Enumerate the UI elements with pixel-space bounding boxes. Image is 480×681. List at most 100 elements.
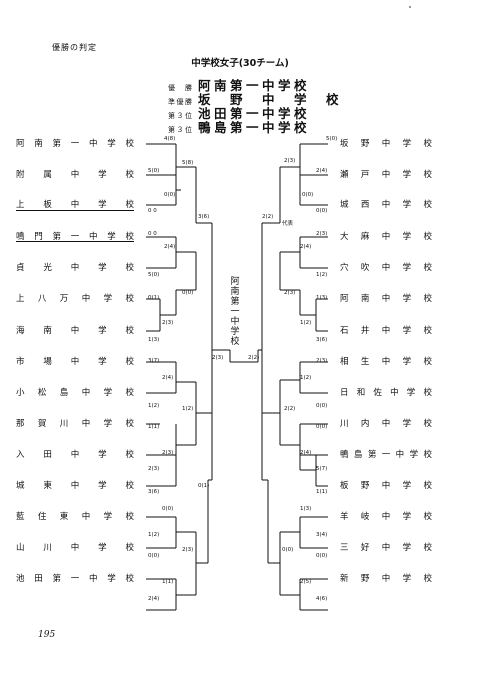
left-team-7: 海南中学校 (16, 326, 134, 336)
match-score: 1(2) (148, 532, 160, 538)
match-score: 3(6) (316, 337, 328, 343)
left-team-13: 藍住東中学校 (16, 512, 134, 522)
match-score: 0 0 (148, 208, 157, 214)
winner-row: 準優勝 坂 野 中 学 校 (168, 93, 368, 106)
match-score: 0 0 (148, 231, 157, 237)
match-score: 4(8) (164, 136, 176, 142)
match-score: 0(0) (162, 506, 174, 512)
match-score: 2(3) (182, 547, 194, 553)
match-score: 3(7) (148, 358, 160, 364)
winner-row: 優 勝 阿南第一中学校 (168, 79, 368, 92)
match-score: 0(0) (148, 553, 160, 559)
winner-rank: 準優勝 (168, 98, 192, 106)
match-score: 4(6) (316, 596, 328, 602)
scan-speck (409, 6, 411, 8)
match-score: 2(4) (300, 450, 312, 456)
left-team-14: 山川中学校 (16, 543, 134, 553)
match-score: 1(2) (316, 272, 328, 278)
match-score: 2(3) (212, 355, 224, 361)
match-score: 1(2) (148, 403, 160, 409)
winners-list: 優 勝 阿南第一中学校 準優勝 坂 野 中 学 校 第３位 池田第一中学校 第３… (168, 79, 368, 135)
winner-row: 第３位 池田第一中学校 (168, 107, 368, 120)
match-score: 2(3) (162, 450, 174, 456)
match-score: 1(1) (162, 579, 174, 585)
left-team-15: 池田第一中学校 (16, 574, 134, 584)
match-score: 1(3) (300, 506, 312, 512)
match-score: 1(1) (148, 424, 160, 430)
page-number: 195 (38, 630, 56, 640)
winner-school: 阿南第一中学校 (198, 78, 311, 93)
match-score: 0(0) (316, 208, 328, 214)
match-score: 1(2) (300, 320, 312, 326)
match-score: 2(4) (300, 244, 312, 250)
right-team-10: 川内中学校 (340, 419, 432, 429)
right-team-3: 城西中学校 (340, 200, 432, 210)
left-team-3: 上板中学校 (16, 200, 134, 210)
match-score: 3(6) (198, 214, 210, 220)
match-score: 1(2) (300, 375, 312, 381)
champion-vertical: 阿南第一中学校 (230, 277, 240, 347)
header-note: 優勝の判定 (52, 43, 97, 52)
match-score: 2(3) (284, 290, 296, 296)
left-team-1: 阿南第一中学校 (16, 139, 134, 149)
match-score: 2(4) (164, 244, 176, 250)
match-score: 5(0) (148, 272, 160, 278)
winner-rank: 第３位 (168, 112, 192, 120)
match-score: 2(5) (300, 579, 312, 585)
winner-school: 池田第一中学校 (198, 106, 311, 121)
right-team-12: 板野中学校 (340, 481, 432, 491)
right-team-8: 相生中学校 (340, 357, 432, 367)
match-score: 0(0) (182, 290, 194, 296)
match-score: 0(0) (316, 403, 328, 409)
right-team-13: 羊岐中学校 (340, 512, 432, 522)
left-team-2: 附属中学校 (16, 170, 134, 180)
right-team-14: 三好中学校 (340, 543, 432, 553)
daihyo-label: 代表 (282, 221, 294, 227)
match-score: 2(3) (284, 158, 296, 164)
match-score: 2(4) (148, 596, 160, 602)
match-score: 0(1) (198, 483, 210, 489)
withdrawn-strike (16, 241, 134, 242)
right-team-9: 日和佐中学校 (340, 388, 432, 398)
winner-school: 鴨島第一中学校 (198, 120, 311, 135)
match-score: 2(2) (248, 355, 260, 361)
match-score: 2(3) (316, 231, 328, 237)
left-team-8: 市場中学校 (16, 357, 134, 367)
match-score: 0(0) (282, 547, 294, 553)
left-team-10: 那賀川中学校 (16, 419, 134, 429)
left-team-4: 鳴門第一中学校 (16, 232, 134, 242)
right-team-1: 坂野中学校 (340, 139, 432, 149)
match-score: 3(6) (148, 489, 160, 495)
match-score: 2(4) (162, 375, 174, 381)
right-team-11: 鴨島第一中学校 (340, 450, 432, 460)
right-team-15: 新野中学校 (340, 574, 432, 584)
match-score: 1(2) (182, 406, 194, 412)
right-team-6: 阿南中学校 (340, 294, 432, 304)
match-score: 1(3) (148, 337, 160, 343)
match-score: 2(3) (316, 358, 328, 364)
match-score: 1(3) (316, 295, 328, 301)
left-team-12: 城東中学校 (16, 481, 134, 491)
match-score: 0(0) (164, 192, 176, 198)
match-score: 3(4) (316, 532, 328, 538)
winner-school: 坂 野 中 学 校 (198, 92, 343, 107)
match-score: 2(3) (148, 466, 160, 472)
match-score: 2(2) (284, 406, 296, 412)
match-score: 5(7) (316, 466, 328, 472)
match-score: 5(0) (148, 168, 160, 174)
right-team-4: 大麻中学校 (340, 232, 432, 242)
match-score: 5(8) (182, 160, 194, 166)
match-score: 0(0) (316, 424, 328, 430)
right-team-7: 石井中学校 (340, 326, 432, 336)
match-score: 0(0) (316, 553, 328, 559)
right-team-2: 瀬戸中学校 (340, 170, 432, 180)
left-team-9: 小松島中学校 (16, 388, 134, 398)
match-score: 2(4) (316, 168, 328, 174)
match-score: 0(0) (302, 192, 314, 198)
right-team-5: 穴吹中学校 (340, 263, 432, 273)
match-score: 2(3) (162, 320, 174, 326)
left-team-5: 貞光中学校 (16, 263, 134, 273)
page-title: 中学校女子(30チーム) (191, 58, 289, 69)
match-score: 2(2) (262, 214, 274, 220)
